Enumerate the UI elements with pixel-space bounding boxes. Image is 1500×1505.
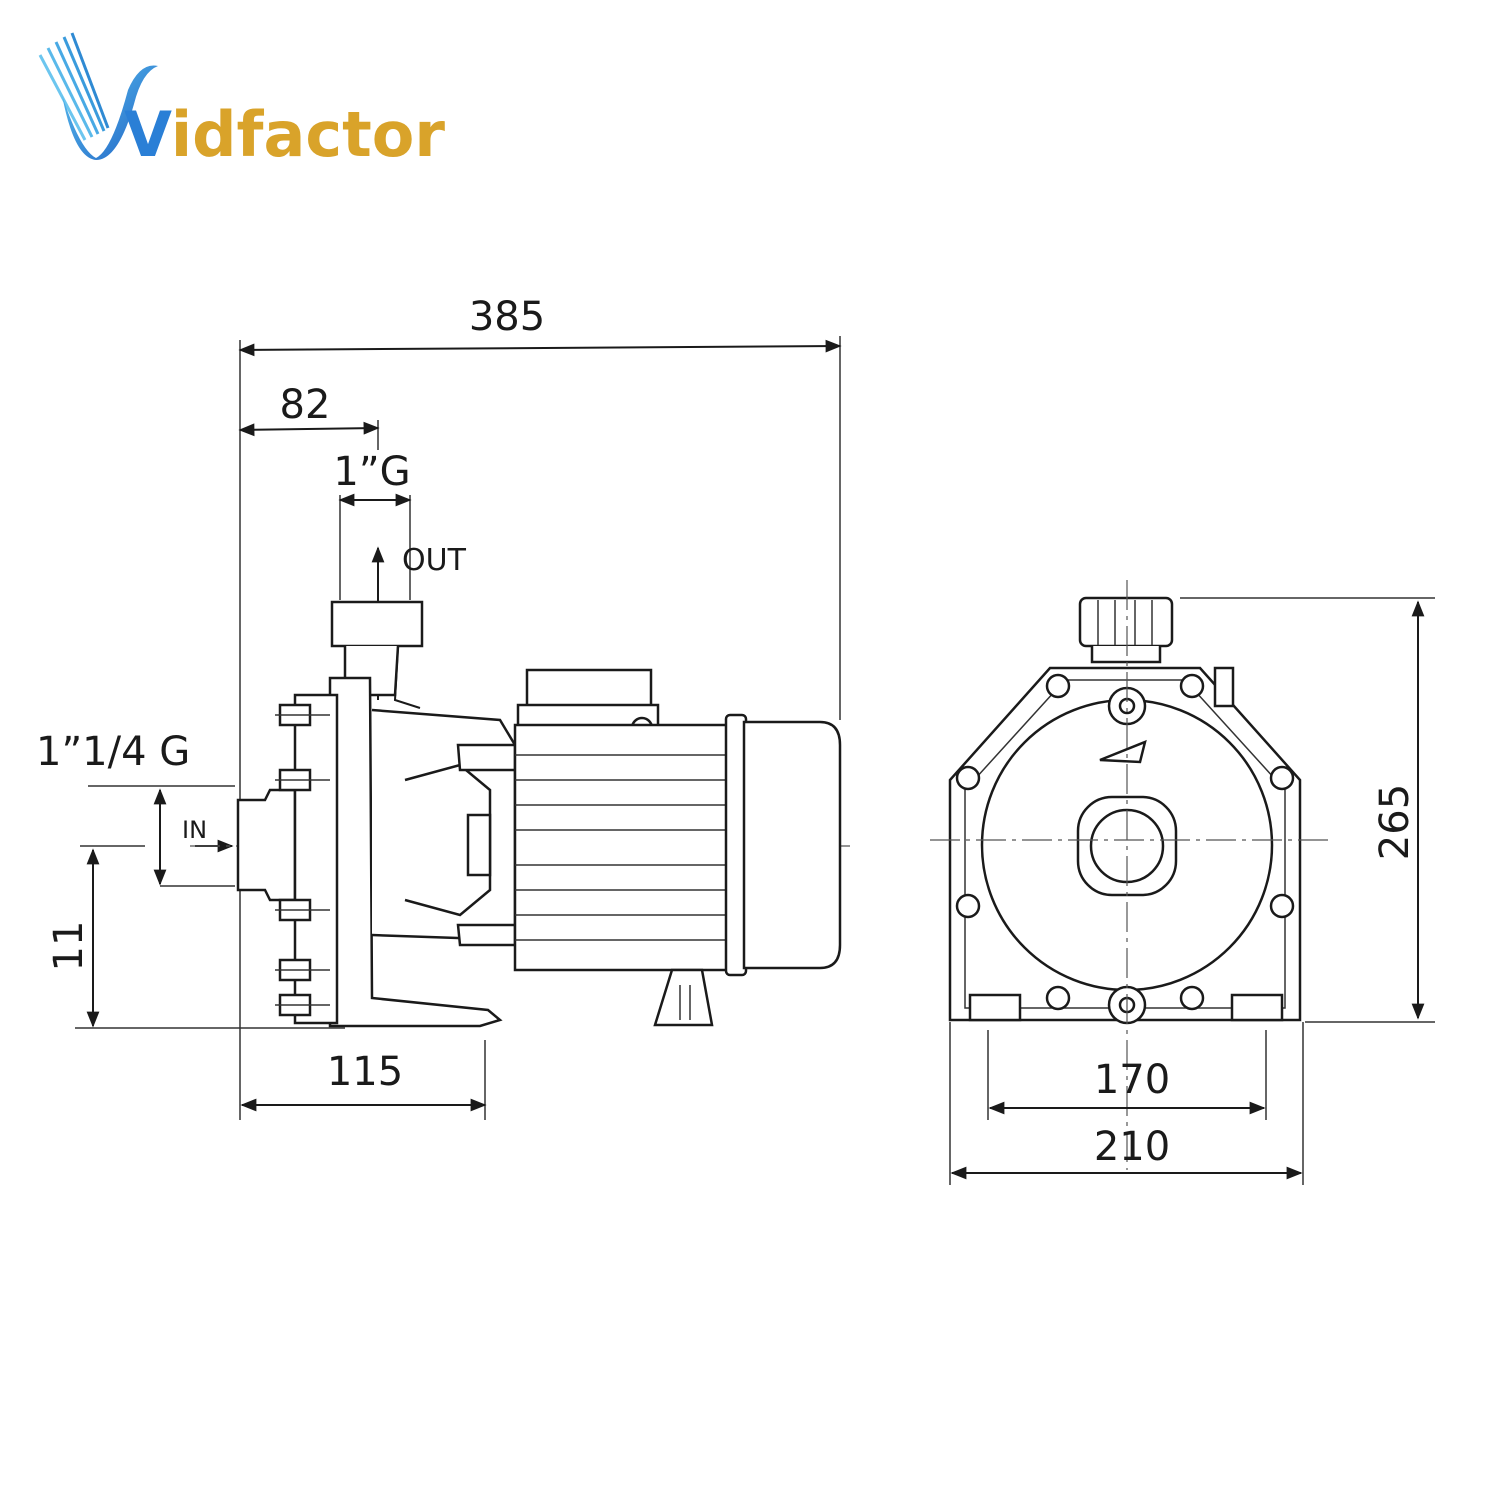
outlet-label: OUT [402,543,467,578]
cooling-fins [515,754,730,941]
rotation-arrow-icon [1099,739,1147,764]
motor-housing [513,723,732,972]
fan-cover [742,720,842,970]
front-view-dimensions: 265 170 210 [949,597,1435,1185]
dim-inlet-size: 1”1/4 G [36,729,190,775]
inlet-port [236,788,297,902]
dim-base-length: 115 [327,1049,403,1095]
volute-casing [328,676,503,1028]
logo-feather-icon [38,32,110,141]
logo-v-shape [62,65,158,160]
inlet-label: IN [182,816,207,844]
side-view-dimensions: 385 82 1”G OUT 1”1/4 G IN 11 115 [36,294,850,1120]
logo-text-rest: idfactor [171,98,445,171]
brand-logo: Vidfactor [38,32,445,171]
flange-bolts [275,703,330,1017]
dim-inlet-offset: 82 [280,382,331,428]
dim-outlet-size: 1”G [333,449,410,495]
pump-side-view [236,600,842,1028]
outlet-port [330,600,424,648]
dim-overall-length: 385 [469,294,545,340]
motor-foot [653,968,714,1027]
dim-base-width: 210 [1094,1124,1170,1170]
front-bolts [955,673,1295,1011]
logo-text: Vidfactor [124,98,445,171]
terminal-box [525,668,653,712]
front-outlet-port [1078,596,1174,648]
pump-front-view [930,580,1330,1170]
logo-text-prefix: V [124,98,172,171]
dim-height: 265 [1372,784,1418,860]
dim-foot-spacing: 170 [1094,1057,1170,1103]
dim-axis-height: 11 [46,921,92,972]
